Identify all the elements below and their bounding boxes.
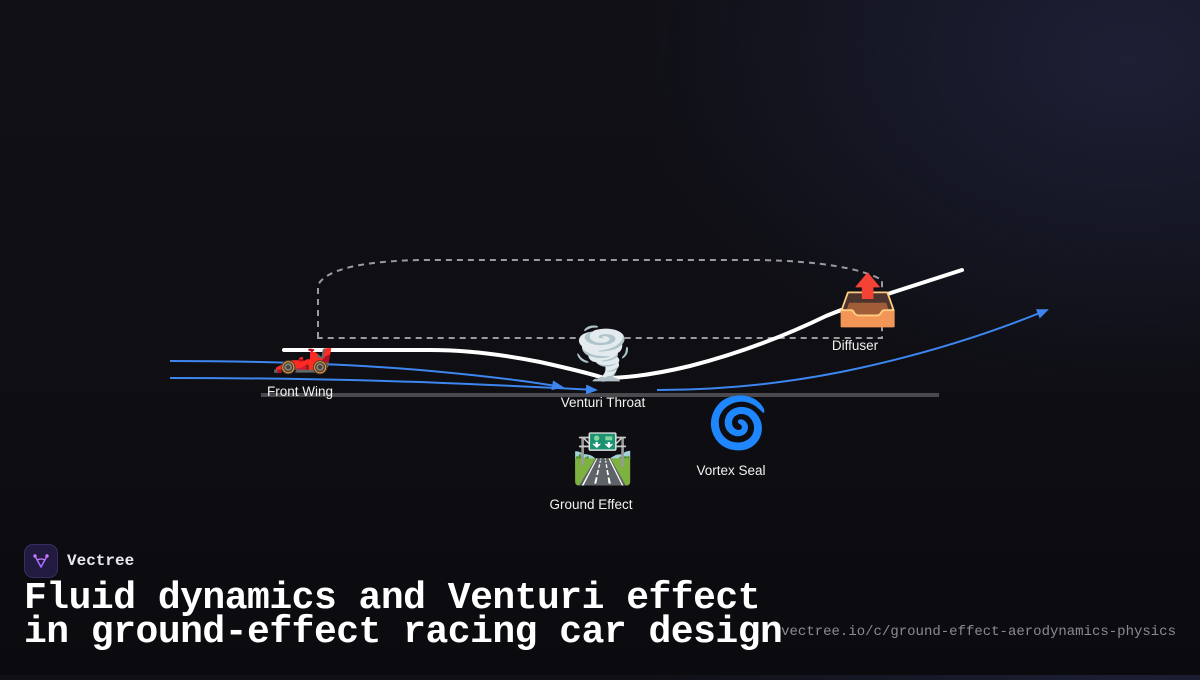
- venturi-throat-label: Venturi Throat: [560, 395, 646, 410]
- car-body-outline: [317, 259, 883, 339]
- airflow-exit: [656, 309, 1049, 391]
- cyclone-icon: 🌀: [706, 394, 770, 452]
- vectree-logo-icon: [24, 544, 58, 578]
- brand-name: Vectree: [67, 552, 135, 570]
- racing-car-icon: 🏎️: [271, 318, 335, 376]
- airflow-lower: [169, 377, 598, 395]
- airflow-upper: [169, 360, 564, 391]
- source-url[interactable]: vectree.io/c/ground-effect-aerodynamics-…: [781, 624, 1176, 640]
- outbox-tray-icon: 📤: [836, 271, 900, 329]
- page-title: Fluid dynamics and Venturi effect in gro…: [24, 577, 783, 654]
- vortex-seal-label: Vortex Seal: [696, 463, 766, 478]
- title-line-1: Fluid dynamics and Venturi effect: [24, 577, 761, 620]
- underbody-profile: [282, 268, 964, 381]
- title-line-2: in ground-effect racing car design: [24, 611, 783, 654]
- ground-effect-label: Ground Effect: [549, 497, 633, 512]
- tornado-icon: 🌪️: [571, 325, 635, 383]
- diffuser-label: Diffuser: [831, 338, 879, 353]
- motorway-icon: 🛣️: [571, 429, 635, 487]
- front-wing-label: Front Wing: [266, 384, 334, 399]
- brand: Vectree: [24, 544, 134, 578]
